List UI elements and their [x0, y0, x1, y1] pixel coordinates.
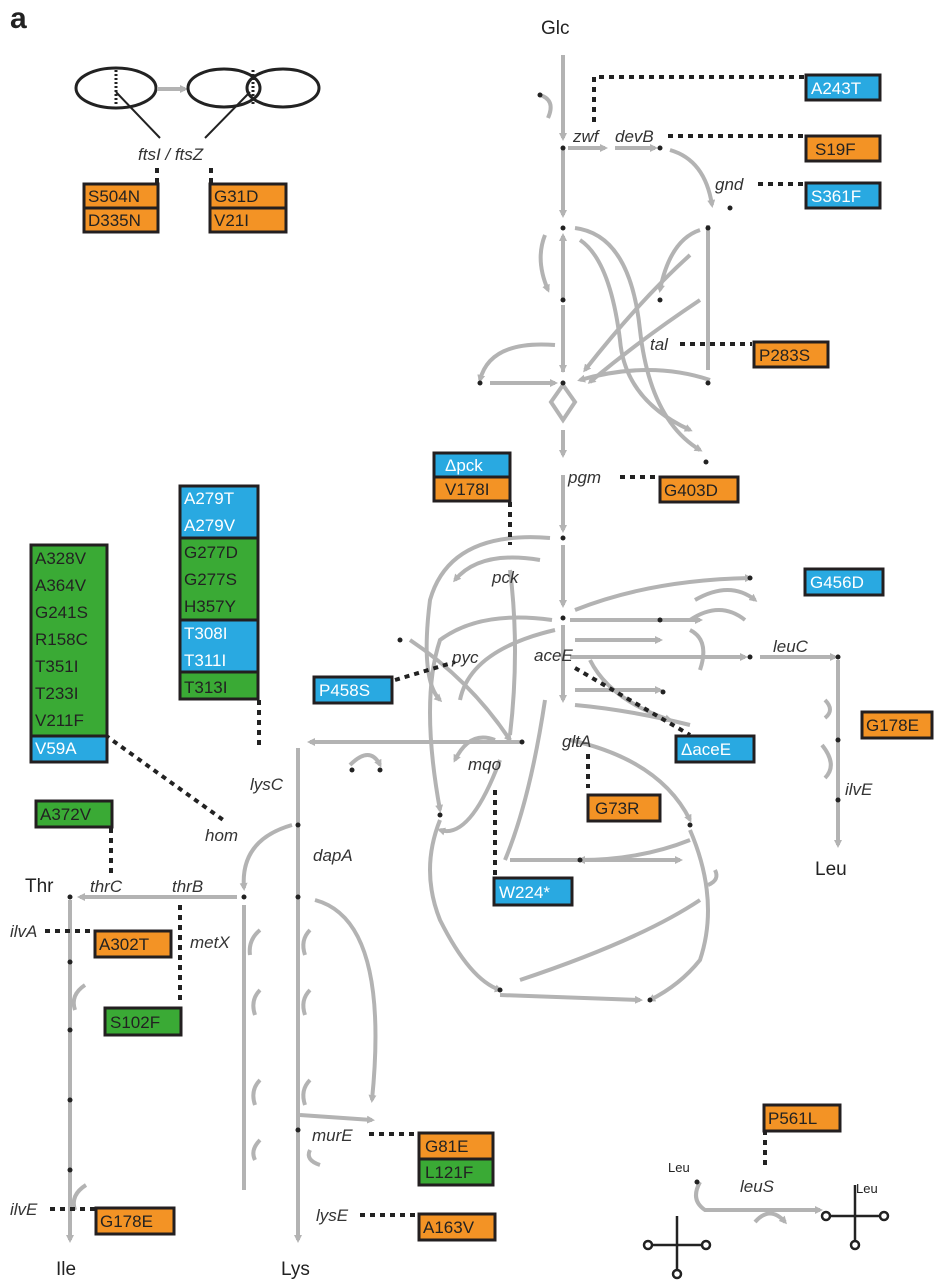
- gene-leuc: leuC: [773, 637, 809, 656]
- mutation-lysc-t311i: T311I: [184, 651, 226, 670]
- mutation-ftsz-v21i: V21I: [214, 211, 249, 230]
- mutation-lysc-g277s: G277S: [184, 570, 237, 589]
- gene-devb: devB: [615, 127, 654, 146]
- mutation-mqo-w224stop: W224*: [499, 883, 550, 902]
- mutation-glta-g73r: G73R: [595, 799, 639, 818]
- gene-lysc: lysC: [250, 775, 284, 794]
- gene-pgm: pgm: [567, 468, 601, 487]
- mutation-ftsi-s504n: S504N: [88, 187, 140, 206]
- trna-icon-left: [644, 1216, 710, 1278]
- gene-leus: leuS: [740, 1177, 775, 1196]
- mutation-pck-v178i: V178I: [445, 480, 489, 499]
- mutation-ilva-a302t: A302T: [99, 935, 149, 954]
- mutation-hom-g241s: G241S: [35, 603, 88, 622]
- gene-thrc: thrC: [90, 877, 123, 896]
- mutation-leus-p561l: P561L: [768, 1109, 817, 1128]
- gene-metx: metX: [190, 933, 230, 952]
- mutation-pyc-p458s: P458S: [319, 681, 370, 700]
- gene-ftsi-ftsz: ftsI / ftsZ: [138, 145, 204, 164]
- gene-lyse: lysE: [316, 1206, 349, 1225]
- mutation-hom-t233i: T233I: [35, 684, 78, 703]
- gene-tal: tal: [650, 335, 669, 354]
- gene-ilve-right: ilvE: [845, 780, 873, 799]
- mutation-mure-l121f: L121F: [425, 1163, 473, 1182]
- mutation-ftsi-d335n: D335N: [88, 211, 141, 230]
- mutation-pck-deletion: Δpck: [445, 456, 483, 475]
- mutation-hom-r158c: R158C: [35, 630, 88, 649]
- metabolite-thr: Thr: [25, 876, 54, 897]
- gene-thrb: thrB: [172, 877, 203, 896]
- mutation-ftsz-g31d: G31D: [214, 187, 258, 206]
- mutation-lysc-t308i: T308I: [184, 624, 227, 643]
- mutation-tal-p283s: P283S: [759, 346, 810, 365]
- mutation-thrb-s102f: S102F: [110, 1013, 160, 1032]
- mutation-hom-v211f: V211F: [35, 711, 84, 730]
- mutation-devb-s19f: S19F: [815, 140, 856, 159]
- mutation-hom-v59a: V59A: [35, 739, 77, 758]
- gene-mure: murE: [312, 1126, 353, 1145]
- gene-zwf: zwf: [572, 127, 601, 146]
- mutation-g456d: G456D: [810, 573, 864, 592]
- mutation-gnd-s361f: S361F: [811, 187, 861, 206]
- mutation-zwf-a243t: A243T: [811, 79, 861, 98]
- mutation-pgm-g403d: G403D: [664, 481, 718, 500]
- gene-glta: gltA: [562, 732, 591, 751]
- mutation-mure-g81e: G81E: [425, 1137, 468, 1156]
- mutation-thrc-a372v: A372V: [40, 805, 92, 824]
- mutation-hom-a364v: A364V: [35, 576, 87, 595]
- metabolite-ile: Ile: [56, 1259, 76, 1280]
- mutation-acee-deletion: ΔaceE: [681, 740, 731, 759]
- mutation-lysc-a279v: A279V: [184, 516, 236, 535]
- gene-dapa: dapA: [313, 846, 353, 865]
- metabolite-lys: Lys: [281, 1259, 310, 1280]
- mutation-lyse-a163v: A163V: [423, 1218, 475, 1237]
- mutation-ilve-right-g178e: G178E: [866, 716, 919, 735]
- gene-acee: aceE: [534, 646, 573, 665]
- gene-mqo: mqo: [468, 755, 501, 774]
- gene-pyc: pyc: [451, 648, 479, 667]
- gene-pck: pck: [491, 568, 520, 587]
- metabolite-leu: Leu: [815, 859, 847, 880]
- cell-division-icon: [76, 68, 319, 138]
- mutation-lysc-a279t: A279T: [184, 489, 234, 508]
- mutation-hom-a328v: A328V: [35, 549, 87, 568]
- gene-ilve-left: ilvE: [10, 1200, 38, 1219]
- panel-label: a: [10, 2, 27, 35]
- mutation-connectors: [45, 77, 864, 1215]
- metabolite-glc: Glc: [541, 18, 570, 39]
- trna-label-left: Leu: [668, 1160, 690, 1175]
- trna-label-right: Leu: [856, 1181, 878, 1196]
- mutation-ilve-left-g178e: G178E: [100, 1212, 153, 1231]
- gene-gnd: gnd: [715, 175, 744, 194]
- gene-ilva: ilvA: [10, 922, 37, 941]
- mutation-lysc-t313i: T313I: [184, 678, 227, 697]
- mutation-hom-t351i: T351I: [35, 657, 78, 676]
- mutation-lysc-h357y: H357Y: [184, 597, 236, 616]
- gene-hom: hom: [205, 826, 238, 845]
- trna-icon-right: [822, 1185, 888, 1249]
- mutation-lysc-g277d: G277D: [184, 543, 238, 562]
